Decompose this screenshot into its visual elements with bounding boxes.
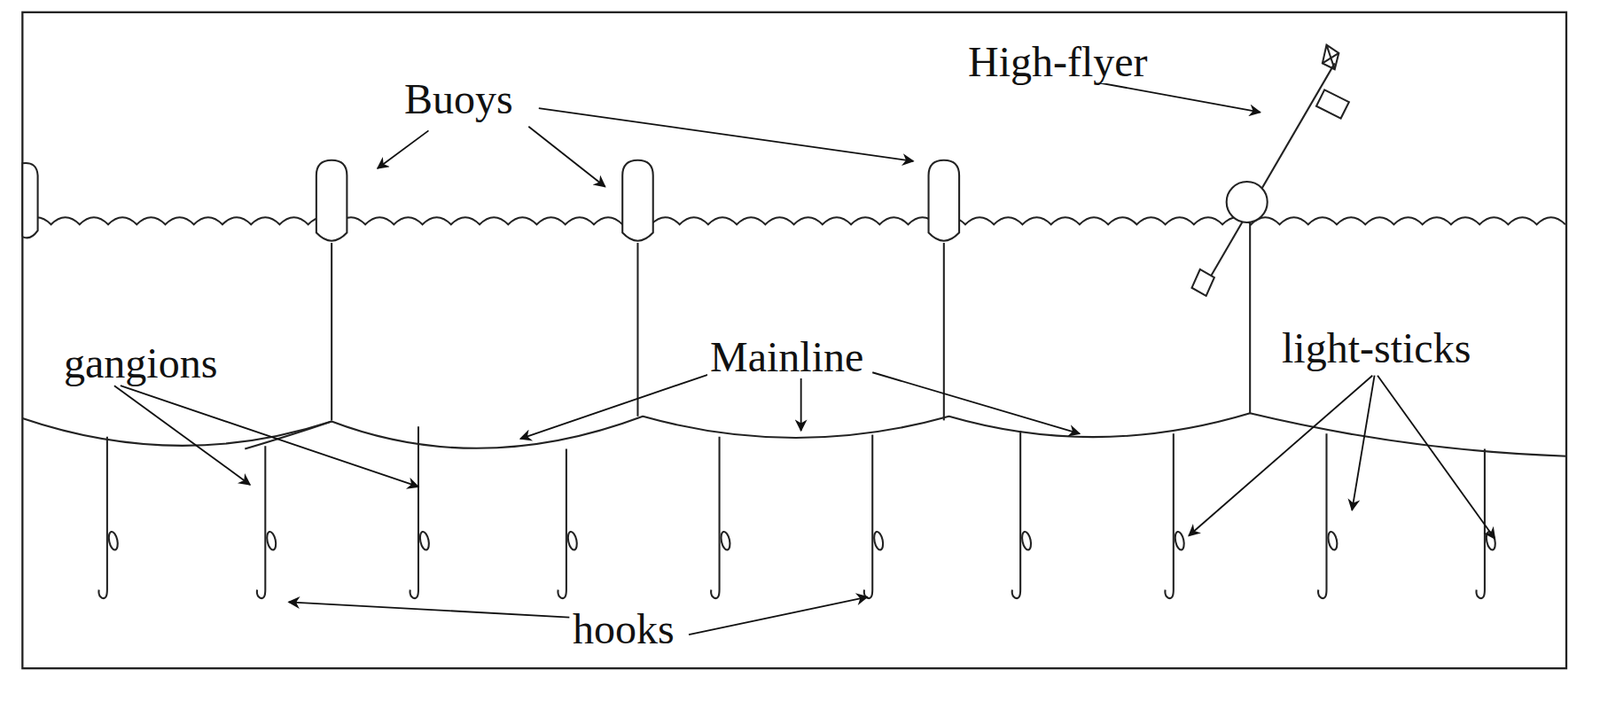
frame	[22, 12, 1567, 669]
leader-line	[1081, 79, 1260, 113]
high-flyer-float	[1226, 181, 1268, 223]
high-flyer-weight	[1192, 269, 1215, 297]
light-stick	[107, 530, 119, 551]
part-label: Buoys	[401, 78, 516, 121]
leader-line	[538, 108, 914, 162]
mainline	[22, 413, 1567, 456]
high-flyer-pole	[1203, 62, 1335, 288]
light-stick	[265, 530, 278, 551]
leader-line	[114, 385, 250, 485]
buoy	[316, 160, 348, 242]
gangion-hook	[1012, 430, 1021, 599]
mainline	[244, 421, 332, 450]
leader-line	[1377, 375, 1495, 539]
buoy	[22, 163, 38, 239]
light-stick	[418, 530, 430, 551]
light-stick	[1173, 530, 1186, 551]
light-stick	[872, 530, 884, 551]
leader-lines	[114, 79, 1496, 635]
leader-line	[1351, 375, 1374, 511]
gangion-hook	[98, 437, 107, 599]
leader-line	[1188, 375, 1373, 537]
buoy	[928, 160, 960, 242]
leader-line	[288, 601, 570, 617]
part-label: hooks	[569, 608, 678, 651]
high-flyer-reflector	[1316, 89, 1350, 118]
part-label: High-flyer	[965, 40, 1151, 84]
sea-surface	[22, 217, 1566, 225]
buoy-line	[636, 242, 639, 417]
leader-line	[520, 372, 715, 439]
gangion-hook	[410, 426, 419, 599]
leader-line	[528, 126, 605, 188]
buoy	[622, 160, 654, 242]
buoy-line	[1248, 222, 1251, 414]
leader-line	[872, 372, 1080, 434]
part-label: light-sticks	[1279, 327, 1474, 370]
light-stick	[1020, 530, 1032, 551]
high-flyer-flag	[1322, 45, 1339, 71]
part-label: Mainline	[707, 335, 867, 379]
buoy-line	[330, 242, 333, 421]
gangion-hook	[710, 437, 719, 599]
leader-line	[800, 375, 803, 431]
gangion-hook	[864, 434, 873, 599]
gangion-hook	[1164, 433, 1173, 599]
gangion-hook	[1318, 433, 1327, 599]
gangion-hook	[257, 445, 266, 599]
leader-line	[120, 385, 419, 487]
light-stick	[719, 530, 732, 551]
part-label: gangions	[61, 342, 220, 385]
leader-line	[688, 597, 867, 636]
light-stick	[1326, 530, 1339, 551]
gangion-hook	[557, 449, 566, 599]
light-stick	[566, 530, 578, 551]
leader-line	[377, 130, 430, 169]
